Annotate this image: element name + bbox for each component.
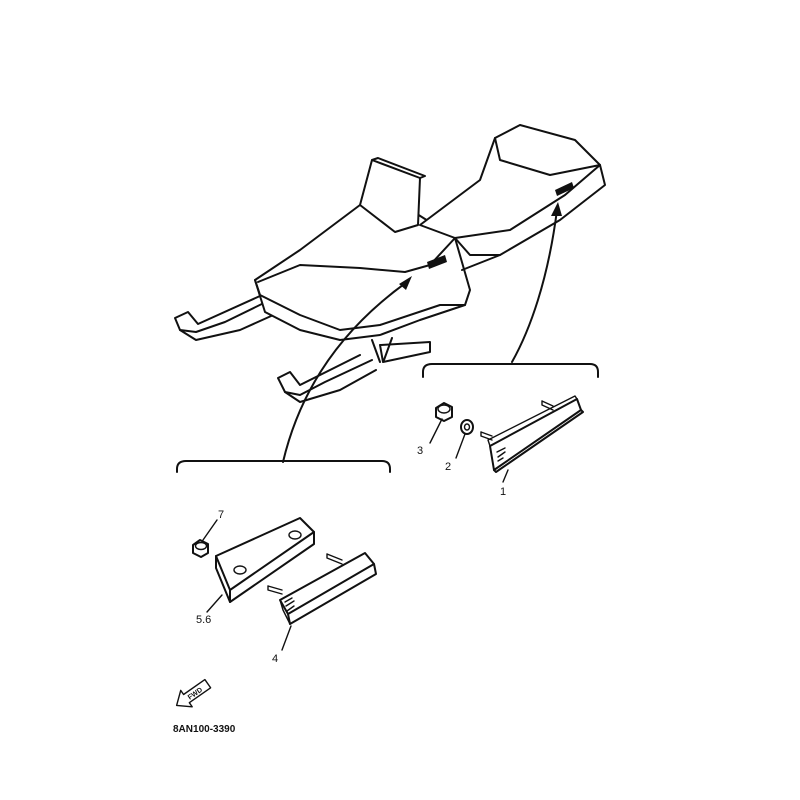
body-reflector-front [427, 255, 447, 269]
leader-arrows [282, 202, 562, 463]
part-7-nut [192, 519, 218, 558]
bracket-front-group [176, 460, 391, 473]
callout-1: 1 [500, 486, 506, 498]
callout-7: 7 [218, 509, 224, 521]
body-reflector-rear [555, 182, 574, 196]
part-3-nut [429, 402, 453, 444]
forward-arrow-icon: FWD [175, 678, 212, 708]
leader-front [282, 281, 408, 463]
part-5-6-bracket [206, 517, 315, 613]
bracket-rear-group [422, 363, 599, 378]
forward-arrow-label: FWD [187, 687, 204, 702]
callout-4: 4 [272, 653, 278, 665]
part-2-washer [455, 419, 474, 459]
drawing-code: 8AN100-3390 [173, 724, 236, 735]
part-4-reflector [267, 552, 377, 651]
callout-3: 3 [417, 445, 423, 457]
part-1-reflector [480, 395, 584, 483]
callout-5-6: 5.6 [196, 614, 211, 626]
callout-2: 2 [445, 461, 451, 473]
leader-rear [511, 209, 558, 363]
snowmobile-illustration [174, 124, 606, 403]
